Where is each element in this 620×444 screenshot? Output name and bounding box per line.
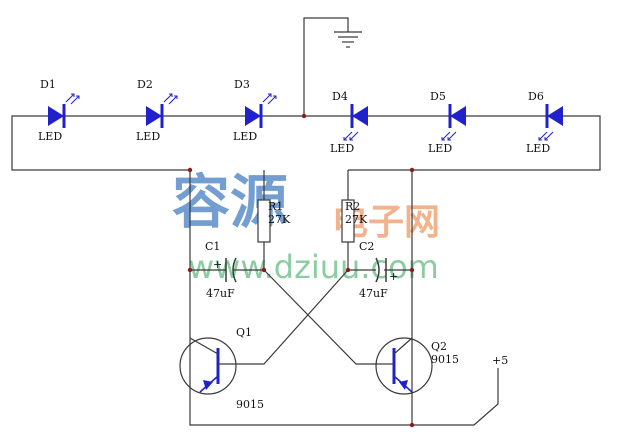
led-d5: D5 LED	[428, 90, 466, 155]
transistor-q1: Q1 9015	[179, 326, 264, 411]
supply-label: +5	[492, 354, 508, 367]
d2-ref: D2	[137, 78, 153, 91]
wiring	[11, 17, 601, 426]
led-d3: D3 LED	[233, 78, 277, 143]
r2-wire	[347, 169, 412, 270]
d6-ref: D6	[528, 90, 544, 103]
supply-wire	[412, 368, 499, 426]
q2-part: 9015	[431, 353, 459, 366]
r1-value: 27K	[268, 213, 291, 226]
junction-c2-right	[409, 267, 415, 273]
junction-c2-left	[345, 267, 351, 273]
junction-supply	[409, 422, 415, 428]
ground-wire	[303, 17, 349, 116]
capacitor-c2: C2 + 47uF	[359, 240, 398, 300]
q2-ref: Q2	[431, 340, 447, 353]
transistor-q2: Q2 9015	[375, 337, 459, 395]
junction-c1-left	[187, 267, 193, 273]
d2-type: LED	[136, 130, 160, 143]
watermark: 容源 电子网 www.dziuu.com	[172, 168, 440, 286]
d4-ref: D4	[332, 90, 348, 103]
d4-type: LED	[330, 142, 354, 155]
watermark-url: www.dziuu.com	[188, 248, 439, 286]
c1-ref: C1	[205, 240, 220, 253]
c2-ref: C2	[359, 240, 374, 253]
cross-wire-b	[236, 269, 349, 365]
junction-right-top	[409, 167, 415, 173]
resistor-r1: R1 27K	[257, 199, 291, 243]
cross-wire-a	[263, 269, 378, 365]
led-d1: D1 LED	[38, 78, 80, 143]
capacitor-c1: C1 + 47uF	[205, 240, 237, 300]
led-d6: D6 LED	[526, 90, 563, 155]
d6-type: LED	[526, 142, 550, 155]
resistor-r2: R2 27K	[341, 199, 368, 243]
r1-ref: R1	[268, 200, 283, 213]
q1-part: 9015	[236, 398, 264, 411]
led-d2: D2 LED	[136, 78, 178, 143]
c2-value: 47uF	[359, 287, 388, 300]
junction-ground	[301, 113, 307, 119]
c1-value: 47uF	[206, 287, 235, 300]
r2-value: 27K	[345, 213, 368, 226]
d1-type: LED	[38, 130, 62, 143]
led-d4: D4 LED	[330, 90, 368, 155]
d3-type: LED	[233, 130, 257, 143]
q1-ref: Q1	[236, 326, 252, 339]
ground-symbol	[334, 31, 362, 48]
c1-polarity: +	[213, 258, 222, 271]
d1-ref: D1	[40, 78, 56, 91]
junction-c1-right	[261, 267, 267, 273]
d3-ref: D3	[234, 78, 250, 91]
c2-polarity: +	[389, 270, 398, 283]
junctions	[187, 113, 415, 428]
d5-type: LED	[428, 142, 452, 155]
r2-ref: R2	[345, 200, 360, 213]
d5-ref: D5	[430, 90, 446, 103]
junction-left-top	[187, 167, 193, 173]
